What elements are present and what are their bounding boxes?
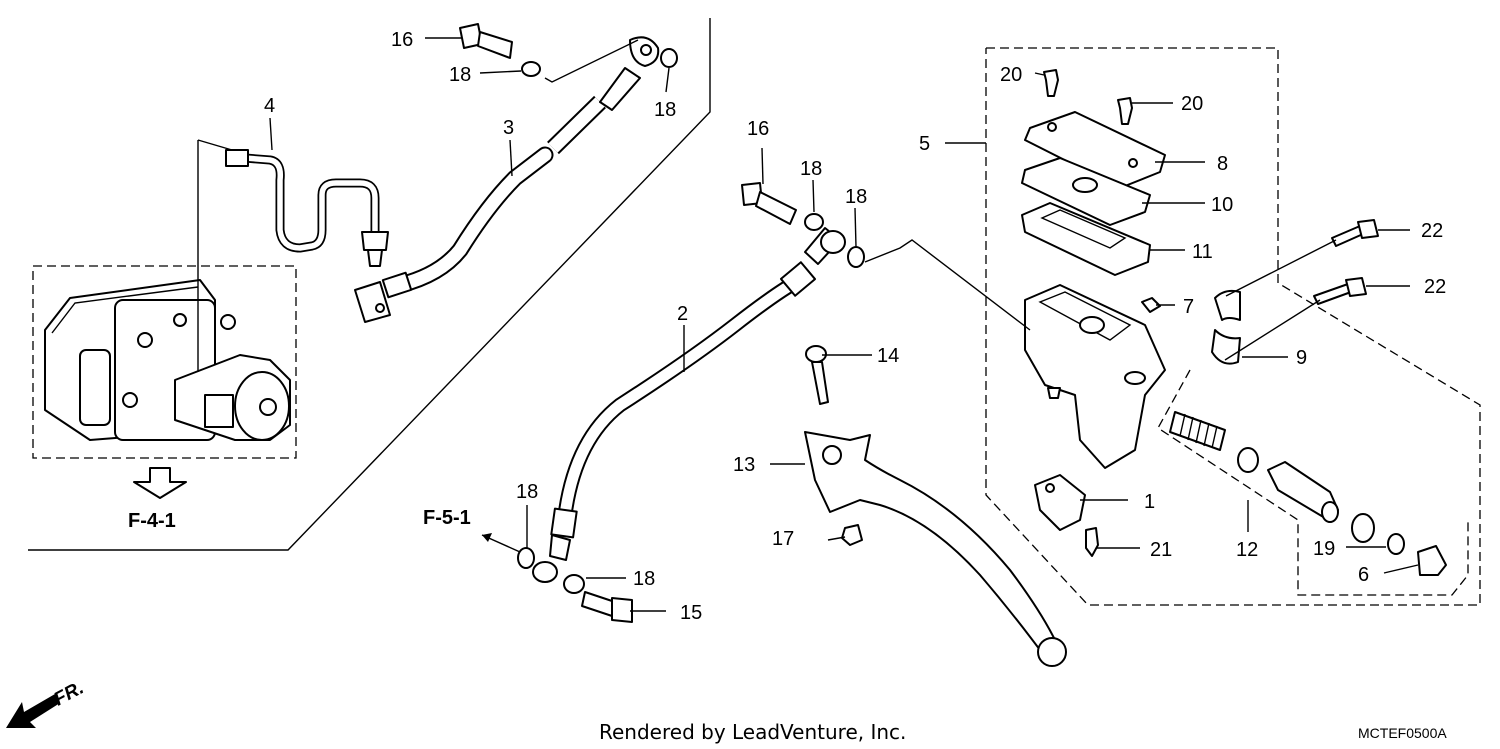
leader-lines — [197, 37, 1419, 612]
spring-12 — [1169, 411, 1226, 451]
abs-unit-box — [32, 265, 297, 459]
callout: 15 — [680, 602, 702, 624]
piston-12 — [1267, 461, 1339, 523]
callout: 6 — [1358, 564, 1369, 586]
callout: 18 — [633, 568, 655, 590]
clip-7 — [1141, 297, 1161, 313]
diagram-code: MCTEF0500A — [1358, 725, 1447, 741]
callout: 8 — [1217, 153, 1228, 175]
callout: 18 — [654, 99, 676, 121]
cup-12 — [1237, 447, 1259, 473]
callout-labels: 16 18 18 4 3 16 18 18 2 20 20 5 8 10 11 … — [264, 29, 1446, 624]
washer-18-b — [660, 48, 678, 68]
bolt-22-b — [1313, 277, 1367, 305]
callout: 10 — [1211, 194, 1233, 216]
callout: 21 — [1150, 539, 1172, 561]
bolt-16-mid — [741, 182, 797, 225]
front-arrow-icon — [6, 694, 60, 728]
abs-modulator — [44, 279, 291, 441]
callout: 11 — [1192, 241, 1213, 263]
bolt-22-a — [1331, 219, 1379, 247]
arrow-head-icon — [482, 533, 492, 542]
callout: 20 — [1000, 64, 1022, 86]
callout: 16 — [391, 29, 413, 51]
callout: 16 — [747, 118, 769, 140]
screw-20-a — [1043, 69, 1059, 97]
front-direction-indicator: FR. — [6, 678, 87, 728]
diaphragm-plate-10 — [1021, 157, 1151, 226]
callout: 7 — [1183, 296, 1194, 318]
callout: 22 — [1424, 276, 1446, 298]
bolt-15 — [581, 591, 633, 623]
master-cylinder-body — [1024, 284, 1166, 469]
callout: 5 — [919, 133, 930, 155]
callout: 17 — [772, 528, 794, 550]
piston-kit-box — [1157, 369, 1469, 596]
callout: 19 — [1313, 538, 1335, 560]
nut-17 — [841, 524, 863, 546]
diaphragm-11 — [1021, 202, 1151, 276]
pivot-bolt-14 — [805, 345, 829, 405]
boot-12 — [1351, 513, 1375, 543]
down-arrow-icon — [133, 467, 187, 499]
callout: 1 — [1144, 491, 1155, 513]
section-divider — [28, 18, 711, 551]
callout: 4 — [264, 95, 275, 117]
callout: 9 — [1296, 347, 1307, 369]
washer-18-f — [563, 574, 585, 594]
callout: 18 — [516, 481, 538, 503]
callout: 12 — [1236, 539, 1258, 561]
push-rod-6 — [1417, 545, 1447, 576]
washer-18-d — [847, 246, 865, 268]
credit-text: Rendered by LeadVenture, Inc. — [599, 720, 906, 744]
callout: 18 — [845, 186, 867, 208]
section-ref-f41[interactable]: F-4-1 — [128, 510, 176, 532]
screw-21 — [1085, 527, 1099, 557]
callout: 13 — [733, 454, 755, 476]
switch-1 — [1034, 474, 1086, 531]
callout: 3 — [503, 117, 514, 139]
brake-lever-13 — [804, 431, 1067, 667]
washer-18-c — [804, 213, 824, 231]
brake-pipe-4 — [225, 149, 389, 267]
callout: 2 — [677, 303, 688, 325]
callout: 22 — [1421, 220, 1443, 242]
section-ref-f51[interactable]: F-5-1 — [423, 507, 471, 529]
callout: 20 — [1181, 93, 1203, 115]
callout: 18 — [449, 64, 471, 86]
callout: 18 — [800, 158, 822, 180]
screw-20-b — [1117, 97, 1133, 125]
reservoir-cap-8 — [1024, 111, 1166, 189]
washer-18-e — [517, 547, 535, 569]
master-cylinder-box — [985, 47, 1481, 606]
brake-hose-3 — [354, 36, 660, 323]
circlip-19 — [1387, 533, 1405, 555]
washer-18-a — [521, 61, 541, 77]
callout: 14 — [877, 345, 899, 367]
brake-hose-2 — [532, 227, 846, 583]
bolt-16-top — [459, 23, 513, 59]
